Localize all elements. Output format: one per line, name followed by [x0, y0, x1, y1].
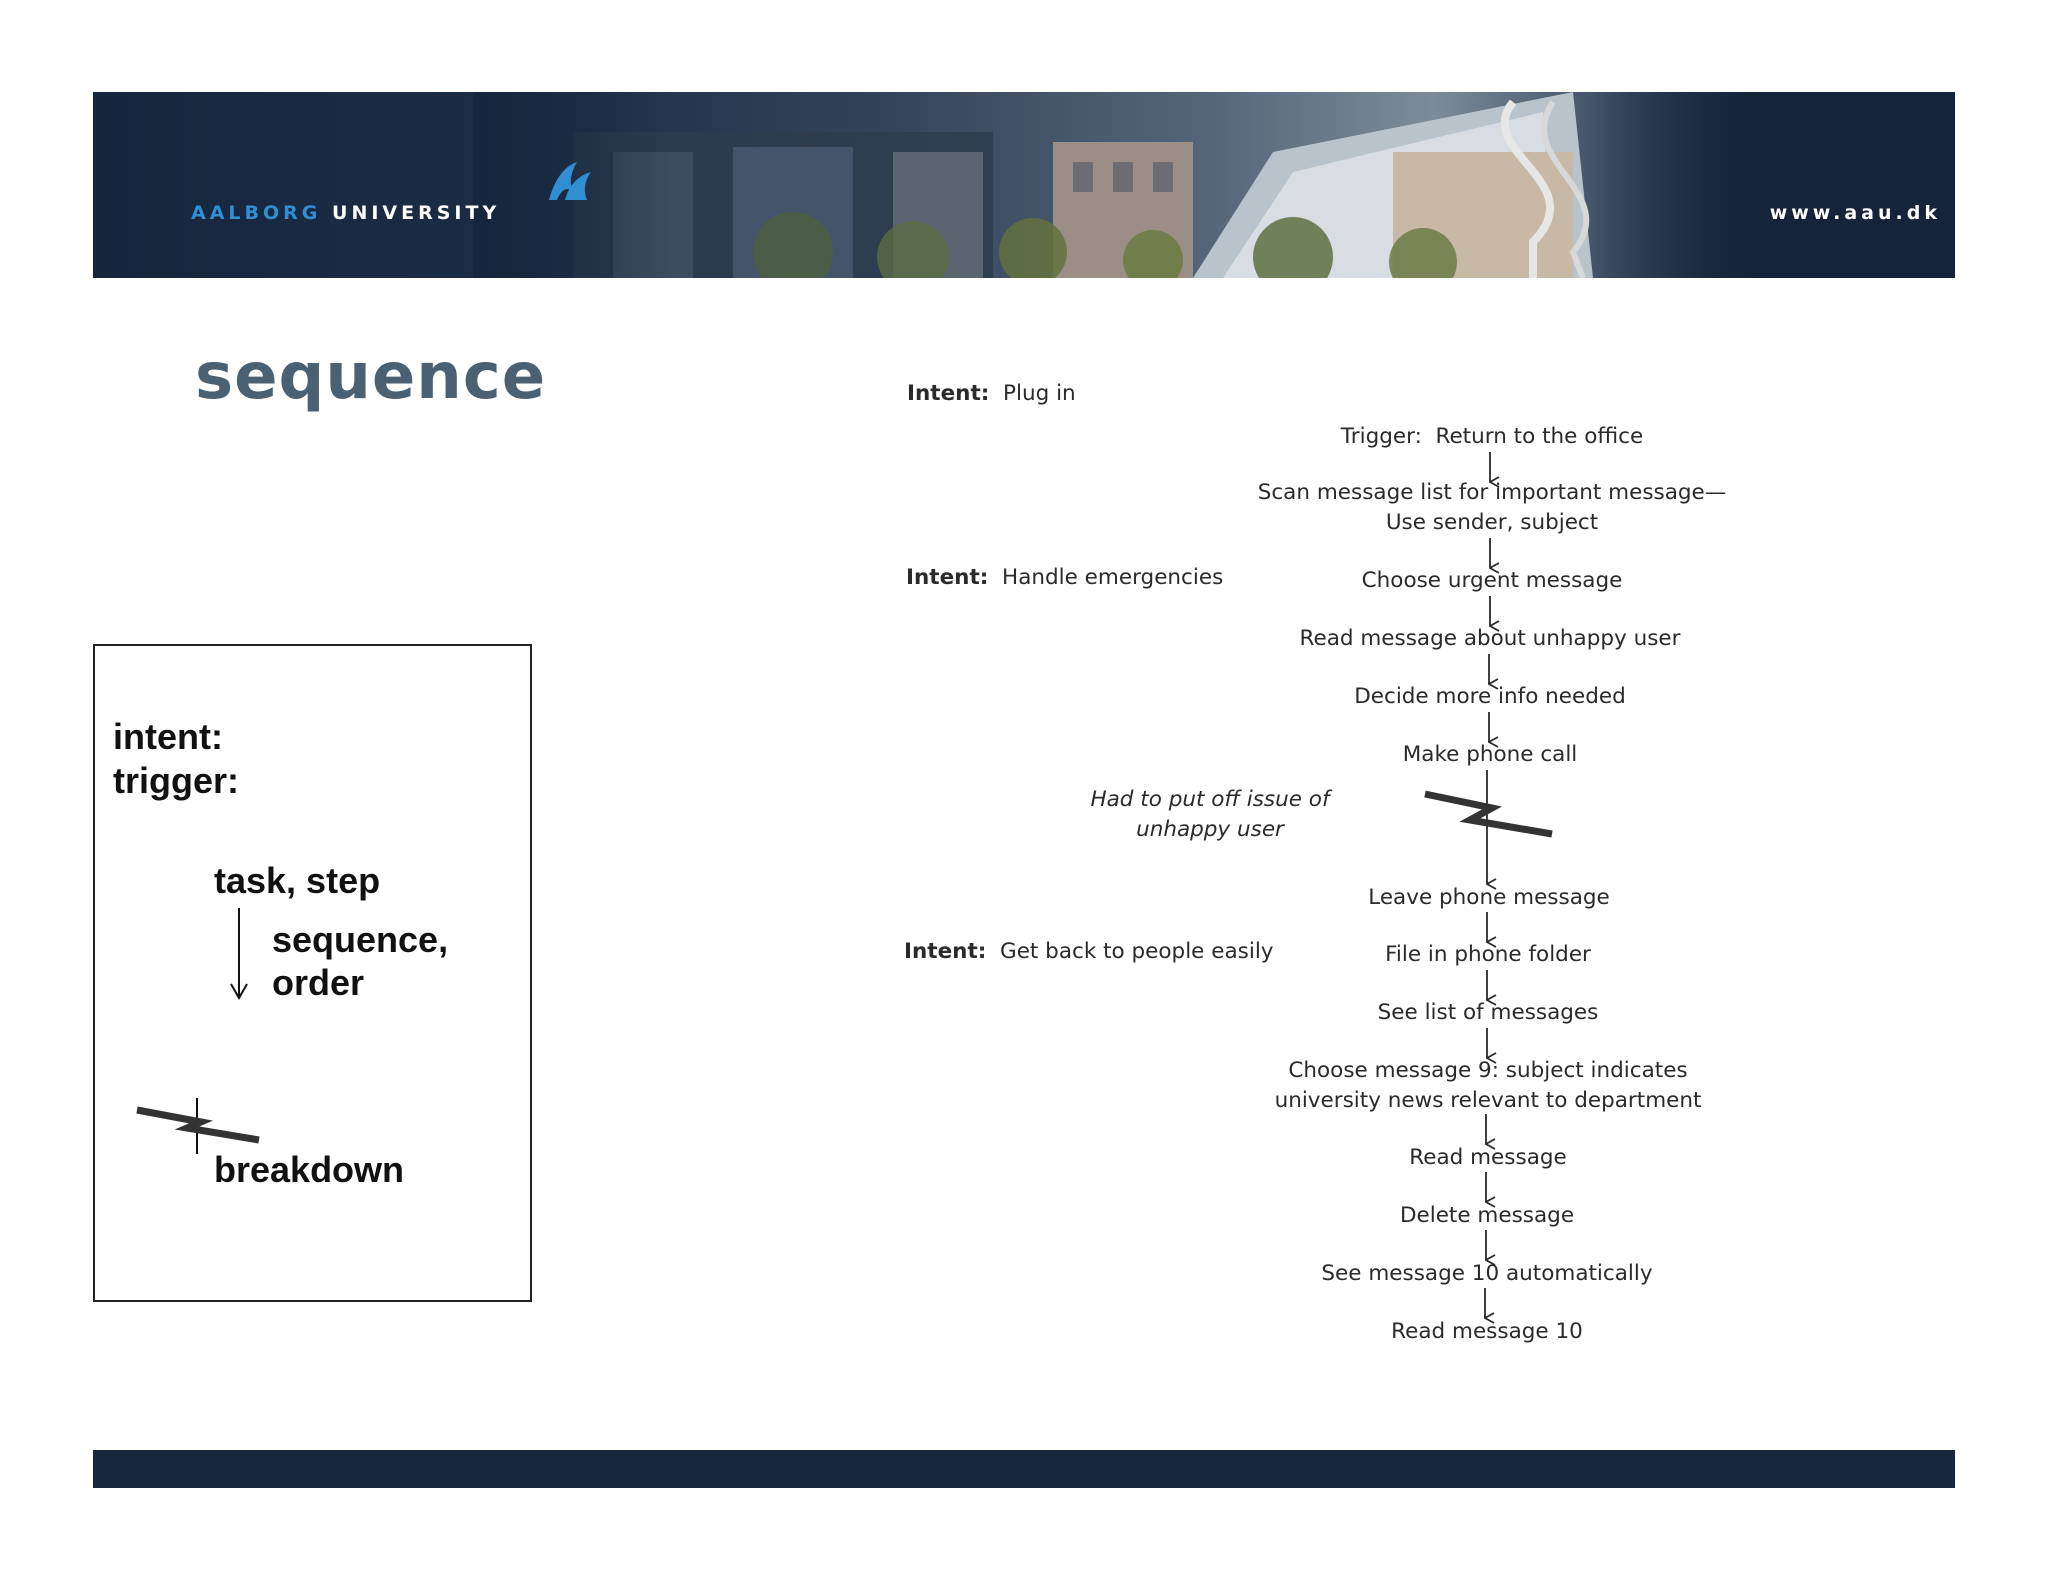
breakdown-note-line: unhappy user — [1136, 817, 1284, 842]
intent-label: Intent: — [907, 381, 990, 406]
step: Delete message — [1399, 1203, 1575, 1228]
site-url[interactable]: www.aau.dk — [1769, 202, 1941, 224]
step-line: Use sender, subject — [1385, 510, 1599, 535]
university-logo-icon — [549, 162, 591, 200]
legend-sequence-arrow-icon — [230, 908, 248, 1001]
legend-trigger-label: trigger: — [113, 760, 239, 801]
step-line: Scan message list for important message— — [1257, 480, 1727, 505]
trigger: Trigger: Return to the office — [1341, 422, 1643, 452]
legend-intent-label: intent: — [113, 716, 223, 757]
step: See list of messages — [1377, 1000, 1599, 1025]
step-line: Choose message 9: subject indicates — [1288, 1058, 1688, 1083]
footer-bar — [93, 1450, 1955, 1488]
step: Choose urgent message — [1361, 568, 1623, 593]
intent-text: Get back to people easily — [1000, 939, 1274, 964]
logo-text-university: UNIVERSITY — [332, 202, 501, 224]
intent-text: Plug in — [1003, 381, 1076, 406]
trigger-text: Return to the office — [1435, 424, 1644, 449]
step-line: university news relevant to department — [1274, 1088, 1702, 1113]
legend-box: intent: trigger: task, step sequence, or… — [93, 644, 532, 1302]
breakdown-bolt-icon — [1424, 790, 1553, 838]
intent-handle-emergencies: Intent: Handle emergencies — [906, 565, 1223, 590]
intent-text: Handle emergencies — [1002, 565, 1224, 590]
breakdown-note-line: Had to put off issue of — [1090, 787, 1330, 812]
legend-breakdown-label: breakdown — [214, 1149, 405, 1190]
step: Make phone call — [1402, 742, 1578, 767]
intent-label: Intent: — [906, 565, 989, 590]
step: Scan message list for important message—… — [1258, 478, 1727, 538]
legend-task-label: task, step — [214, 860, 381, 901]
step: File in phone folder — [1385, 942, 1591, 967]
legend-order-label: order — [272, 962, 365, 1003]
header-banner: AALBORG UNIVERSITY www.aau.dk — [93, 92, 1955, 278]
step: See message 10 automatically — [1321, 1261, 1653, 1286]
step: Decide more info needed — [1354, 684, 1626, 709]
legend-breakdown-bolt-icon — [136, 1098, 260, 1154]
step: Leave phone message — [1368, 885, 1610, 910]
university-name: AALBORG UNIVERSITY — [191, 202, 500, 224]
trigger-label: Trigger: — [1340, 424, 1422, 449]
slide-title: sequence — [195, 340, 547, 414]
intent-plug-in: Intent: Plug in — [907, 381, 1076, 406]
step: Read message 10 — [1391, 1319, 1583, 1344]
intent-label: Intent: — [904, 939, 987, 964]
campus-photo — [473, 92, 1955, 278]
step: Read message about unhappy user — [1299, 626, 1681, 651]
legend-sequence-label: sequence, — [272, 919, 449, 960]
logo-text-aalborg: AALBORG — [191, 202, 322, 224]
step: Choose message 9: subject indicates univ… — [1275, 1056, 1702, 1116]
intent-get-back-to-people: Intent: Get back to people easily — [904, 939, 1274, 964]
step: Read message — [1409, 1145, 1567, 1170]
breakdown-note: Had to put off issue of unhappy user — [1090, 785, 1329, 845]
